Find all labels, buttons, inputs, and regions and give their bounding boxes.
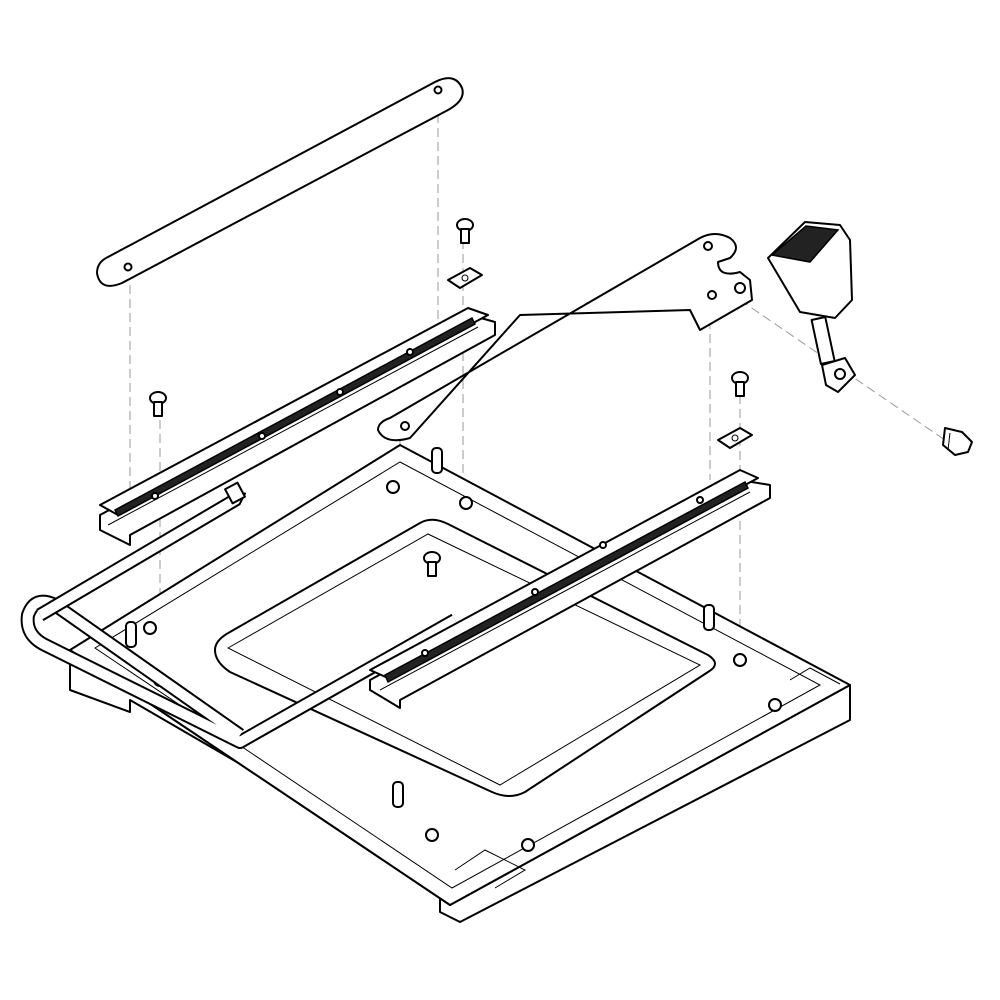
left-slide-rail [99,307,496,546]
buckle-bolt [942,427,973,456]
top-strap [96,77,464,287]
locating-pin [125,447,715,808]
button-head-screw [149,218,749,577]
right-slide-rail [369,469,771,709]
seat-bracket [377,233,753,442]
square-nut [447,267,753,449]
seat-belt-buckle [767,221,856,393]
